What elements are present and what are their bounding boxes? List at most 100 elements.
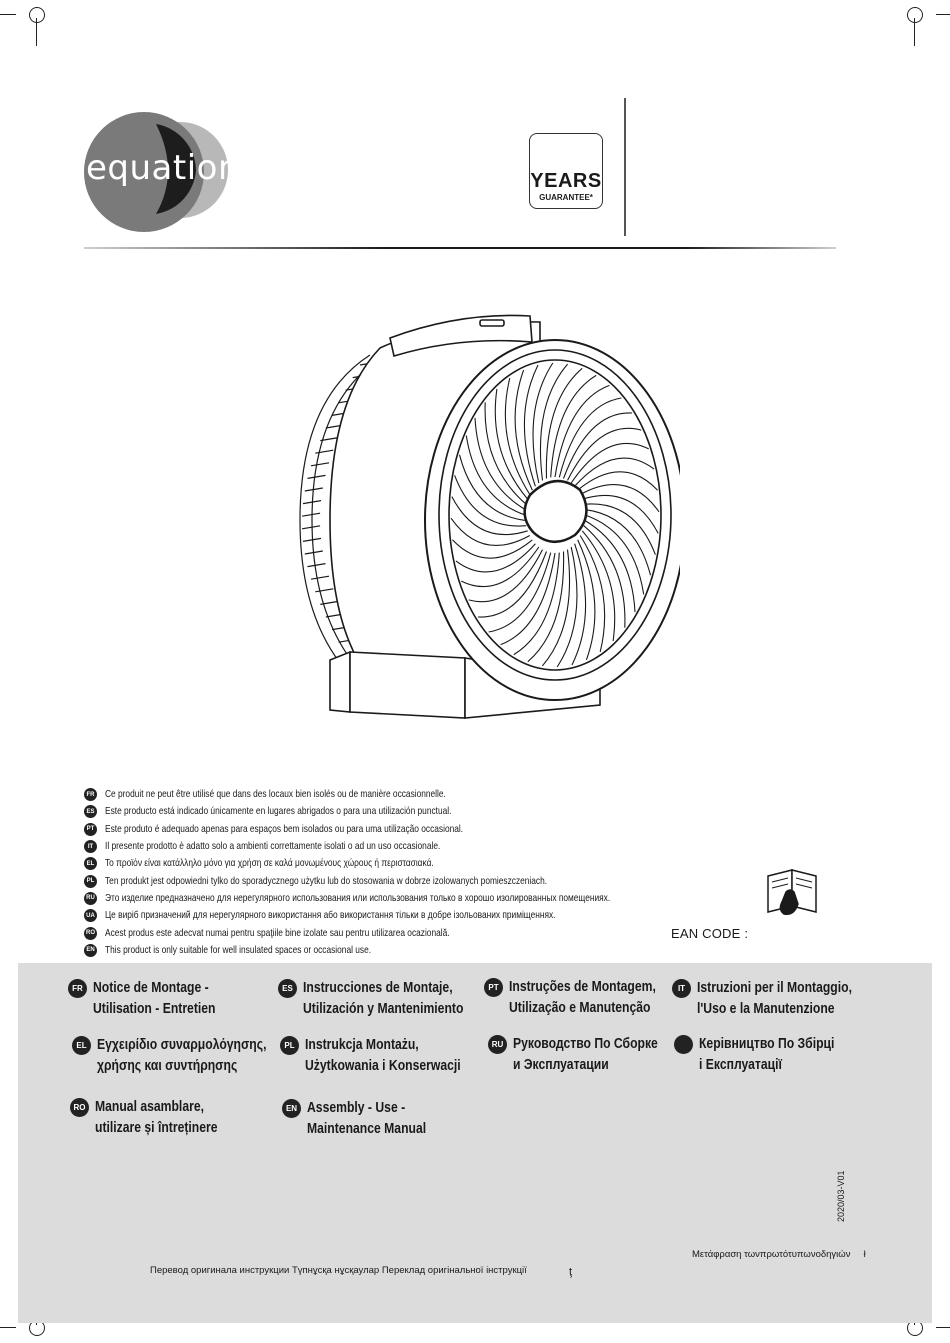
fan-blade <box>455 543 536 573</box>
fan-blade <box>583 525 626 628</box>
fan-blade <box>579 535 606 653</box>
fan-blade <box>577 471 658 491</box>
footer-greek-translation: Μετάφραση τωνπρωτότυπωνοδηγιών ł <box>692 1249 866 1260</box>
fan-blade <box>465 435 526 516</box>
fan-blade <box>582 494 659 534</box>
fan-blade <box>468 549 543 603</box>
fan-blade <box>527 551 565 663</box>
guarantee-years: YEARS <box>530 170 602 192</box>
flag-icon: PT <box>84 822 97 836</box>
grille-fin <box>302 512 321 517</box>
fan-blade <box>500 552 556 646</box>
fan-blade <box>550 374 597 478</box>
grille-fin <box>302 500 322 505</box>
fan-blade <box>574 457 655 487</box>
flag-icon: FR <box>68 979 87 998</box>
fan-blade <box>474 417 526 511</box>
fan-blade <box>452 539 533 559</box>
fan-blade <box>523 364 539 487</box>
crop-mark-top-right <box>904 4 950 46</box>
footer-mark: ţ <box>569 1266 573 1278</box>
manual-title-ro: RO Manual asamblare,utilizare și întreți… <box>70 1097 241 1139</box>
ean-code-label: EAN CODE : <box>671 926 749 941</box>
guarantee-label: GUARANTEE* <box>539 193 593 202</box>
fan-heater-illustration <box>299 314 680 719</box>
grille-fin <box>315 588 334 593</box>
flag-icon: IT <box>84 840 97 854</box>
flag-icon: PL <box>280 1036 299 1055</box>
fan-blade <box>570 442 649 484</box>
grille-fin <box>302 537 322 542</box>
manual-title-pt: PT Instruções de Montagem,Utilização e M… <box>484 977 684 1019</box>
fan-blade <box>545 367 583 479</box>
fan-blade <box>556 546 578 668</box>
header-divider-vertical <box>624 98 626 236</box>
grille-fin <box>310 575 330 580</box>
fan-blade <box>504 377 531 495</box>
logo-wordmark: equation <box>86 148 241 188</box>
fan-blade <box>454 475 527 527</box>
grille-fin <box>307 474 326 479</box>
manual-title-pl: PL Instrukcja Montażu,Użytkowania i Kons… <box>280 1035 490 1077</box>
fan-blade <box>539 363 569 481</box>
grille-fin <box>304 550 323 555</box>
fan-blade <box>558 397 622 478</box>
fan-blade <box>488 552 552 633</box>
fan-blade <box>450 517 531 547</box>
flag-icon: EL <box>84 857 97 871</box>
fan-blade <box>458 454 526 521</box>
grille-fin <box>304 487 323 492</box>
footer-slavic-translation: Перевод оригинала инструкции Түпнұсқа нұ… <box>150 1265 527 1276</box>
flag-icon: UA <box>84 909 97 923</box>
crop-mark-top-left <box>0 4 48 46</box>
grille-fin <box>302 525 321 530</box>
fan-blade <box>461 546 540 588</box>
flag-icon: PL <box>84 874 97 888</box>
flag-icon: IT <box>672 979 691 998</box>
guarantee-badge <box>529 133 603 209</box>
flag-icon: RU <box>488 1035 507 1054</box>
manual-title-en: EN Assembly - Use -Maintenance Manual <box>282 1098 449 1140</box>
fan-blade <box>583 503 656 555</box>
manual-title-fr: FR Notice de Montage -Utilisation - Entr… <box>68 978 239 1020</box>
fan-blade <box>577 539 596 661</box>
fan-blade <box>581 530 616 642</box>
grille-fin <box>320 437 339 442</box>
fan-blade <box>514 369 533 491</box>
manual-titles-panel: FR Notice de Montage -Utilisation - Entr… <box>18 963 932 1323</box>
fan-blade <box>584 514 645 595</box>
manual-title-el: EL Εγχειρίδιο συναρμολόγησης,χρήσης και … <box>72 1035 299 1077</box>
flag-icon: PT <box>484 978 503 997</box>
flag-icon: ES <box>278 979 297 998</box>
fan-blade <box>567 427 642 481</box>
flag-icon: EN <box>282 1099 301 1118</box>
grille-fin <box>320 600 339 605</box>
fan-blade <box>584 519 636 613</box>
flag-icon: RU <box>84 891 97 905</box>
fan-blade <box>494 388 529 500</box>
document-version: 2020/03-V01 <box>836 1170 846 1222</box>
header-divider-horizontal <box>84 247 836 249</box>
manual-title-es: ES Instrucciones de Montaje,Utilización … <box>278 978 494 1020</box>
fan-blade <box>451 496 528 536</box>
fan-blade <box>554 384 610 478</box>
fan-blade <box>484 402 527 505</box>
fan-blade <box>532 362 554 484</box>
fan-blade <box>579 483 660 513</box>
flag-icon: RO <box>84 926 97 940</box>
fan-blade <box>513 552 560 656</box>
fan-blade <box>562 412 633 479</box>
grille-fin <box>310 462 330 467</box>
flag-icon: EL <box>72 1036 91 1055</box>
